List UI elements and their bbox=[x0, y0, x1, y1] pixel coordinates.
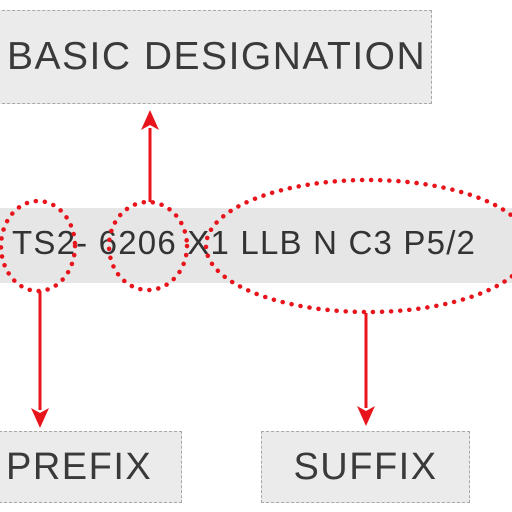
basic-designation-box: BASIC DESIGNATION bbox=[0, 10, 432, 104]
suffix-box: SUFFIX bbox=[261, 431, 470, 503]
suffix-label: SUFFIX bbox=[293, 445, 438, 488]
basic-designation-label: BASIC DESIGNATION bbox=[7, 35, 427, 78]
prefix-box: PREFIX bbox=[0, 431, 182, 503]
arrow-head-up bbox=[141, 110, 159, 130]
designation-code: TS2- 6206 X1 LLB N C3 P5/2 bbox=[12, 224, 477, 261]
arrow-head-down-suffix bbox=[357, 406, 375, 426]
arrow-head-down-prefix bbox=[31, 408, 49, 428]
prefix-label: PREFIX bbox=[6, 445, 153, 488]
